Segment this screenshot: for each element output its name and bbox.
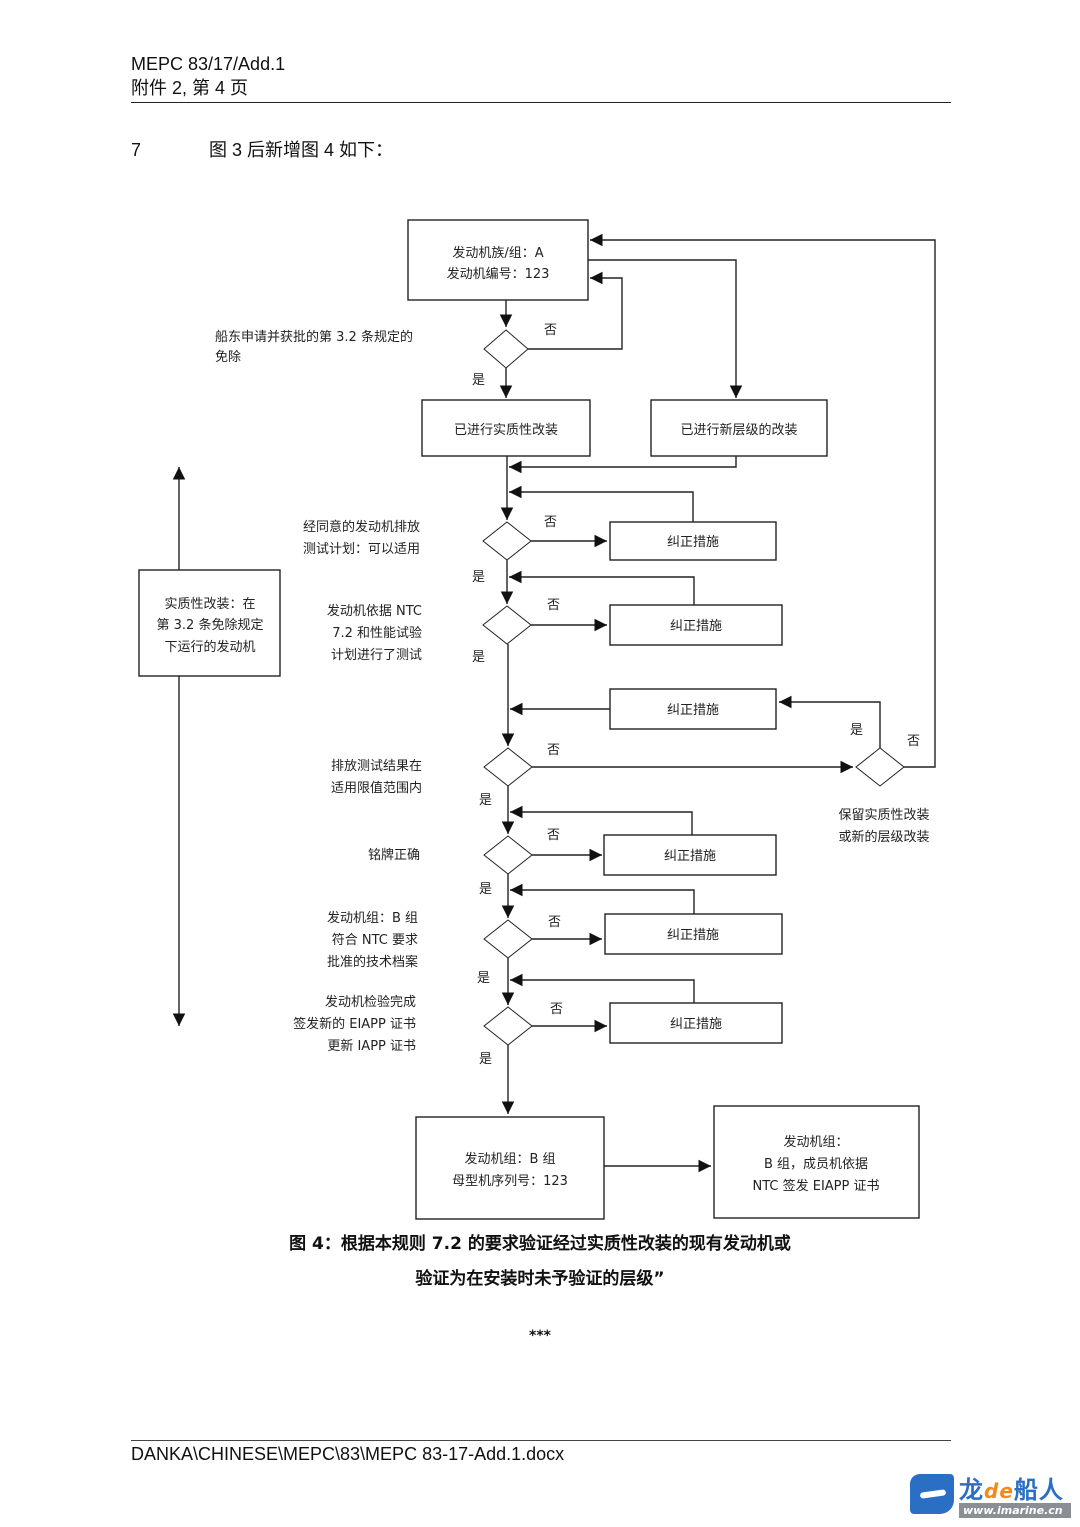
yes-label: 是	[472, 570, 485, 585]
section-separator: ***	[529, 1328, 551, 1344]
side-box-line3: 下运行的发动机	[164, 639, 255, 655]
arrow-new-tier-to-main	[509, 456, 737, 474]
new-tier-mod-label: 已进行新层级的改装	[680, 422, 797, 438]
q6-line1: 发动机检验完成	[325, 994, 416, 1010]
end-right-line2: B 组，成员机依据	[764, 1157, 868, 1172]
paragraph-text: 图 3 后新增图 4 如下：	[209, 140, 394, 160]
q5-line1: 发动机组：B 组	[327, 910, 418, 926]
figure-caption-line1: 图 4：根据本规则 7.2 的要求验证经过实质性改装的现有发动机或	[289, 1234, 791, 1254]
decision-q4	[483, 835, 533, 875]
decision-q5	[483, 919, 533, 959]
exemption-question-line1: 船东申请并获批的第 3.2 条规定的	[215, 329, 413, 345]
q1-line2: 测试计划：可以适用	[303, 542, 420, 557]
yes-label: 是	[850, 723, 863, 738]
page-header: MEPC 83/17/Add.1 附件 2, 第 4 页	[131, 52, 285, 100]
yes-label: 是	[479, 793, 492, 808]
decision-exemption	[483, 329, 529, 369]
side-box-line2: 第 3.2 条免除规定	[157, 617, 264, 633]
document-symbol: MEPC 83/17/Add.1	[131, 54, 286, 74]
q5-line3: 批准的技术档案	[327, 954, 418, 970]
corrective-box-5	[604, 913, 783, 955]
substantial-mod-label: 已进行实质性改装	[454, 423, 558, 438]
decision-q1	[482, 521, 532, 561]
no-label: 否	[544, 515, 557, 530]
retain-note-line1: 保留实质性改装	[838, 808, 929, 823]
q3-line2: 适用限值范围内	[331, 780, 422, 796]
decision-q3	[483, 747, 533, 787]
q2-line1: 发动机依据 NTC	[327, 603, 422, 619]
corrective-label-6: 纠正措施	[670, 1017, 722, 1032]
exemption-question-line2: 免除	[215, 350, 241, 365]
end-box-left	[415, 1116, 605, 1220]
corrective-label-4: 纠正措施	[664, 849, 716, 864]
brand-part-de: de	[984, 1479, 1014, 1503]
q2-line3: 计划进行了测试	[331, 648, 422, 663]
corrective-label-1: 纠正措施	[667, 535, 719, 550]
arrow-start-to-new-tier	[588, 259, 743, 398]
yes-label: 是	[479, 1052, 492, 1067]
page-info: 附件 2, 第 4 页	[131, 78, 249, 98]
corrective-label-3: 纠正措施	[667, 703, 719, 718]
corrective-label-5: 纠正措施	[667, 928, 719, 943]
q5-line2: 符合 NTC 要求	[332, 932, 418, 948]
corrective-box-6	[609, 1002, 783, 1044]
q3-line1: 排放测试结果在	[331, 759, 422, 774]
footer-path: DANKA\CHINESE\MEPC\83\MEPC 83-17-Add.1.d…	[131, 1444, 565, 1464]
decision-q2	[482, 605, 532, 645]
q4-line1: 铭牌正确	[368, 847, 420, 863]
no-label: 否	[547, 828, 560, 843]
end-left-line1: 发动机组：B 组	[464, 1151, 555, 1167]
watermark-brand: 龙de船人	[959, 1470, 1064, 1505]
decision-retain	[855, 747, 905, 787]
no-label: 否	[544, 323, 557, 338]
no-label: 否	[547, 743, 560, 758]
arrow-exemption-no	[528, 271, 623, 350]
corrective-box-4	[603, 834, 777, 876]
yes-label: 是	[479, 882, 492, 897]
footer-rule	[131, 1440, 951, 1441]
no-label: 否	[907, 734, 920, 749]
figure-caption-line2: 验证为在安装时未予验证的层级”	[415, 1269, 665, 1289]
end-right-line1: 发动机组：	[783, 1134, 848, 1150]
no-label: 否	[547, 598, 560, 613]
header-rule	[131, 102, 951, 103]
new-tier-mod-box	[650, 399, 828, 457]
substantial-mod-box	[421, 399, 591, 457]
no-label: 否	[548, 915, 561, 930]
start-box-line2: 发动机编号：123	[447, 266, 550, 282]
q1-line1: 经同意的发动机排放	[303, 519, 420, 535]
yes-label: 是	[472, 373, 485, 388]
q6-line2: 签发新的 EIAPP 证书	[293, 1016, 416, 1032]
retain-note-line2: 或新的层级改装	[838, 829, 929, 845]
brand-part-2: 船人	[1013, 1476, 1064, 1504]
decision-q6	[483, 1006, 533, 1046]
side-box	[138, 569, 281, 677]
end-box-right	[713, 1105, 920, 1219]
q2-line2: 7.2 和性能试验	[332, 625, 422, 641]
paragraph-number: 7	[131, 140, 142, 160]
watermark-url: www.imarine.cn	[959, 1503, 1071, 1518]
yes-label: 是	[477, 971, 490, 986]
corrective-box-2	[609, 604, 783, 646]
watermark-logo: 龙de船人 www.imarine.cn	[905, 1470, 1075, 1522]
end-left-line2: 母型机序列号：123	[452, 1174, 568, 1189]
q6-line3: 更新 IAPP 证书	[327, 1038, 416, 1054]
corrective-label-2: 纠正措施	[670, 619, 722, 634]
ship-logo-icon	[910, 1474, 954, 1514]
arrow-retain-no-to-start	[590, 233, 936, 768]
no-label: 否	[550, 1002, 563, 1017]
brand-part-1: 龙	[959, 1476, 984, 1504]
flowchart: 发动机族/组：A 发动机编号：123 已进行实质性改装 已进行新层级的改装 纠正…	[138, 219, 936, 1220]
start-box-line1: 发动机族/组：A	[452, 245, 543, 261]
yes-label: 是	[472, 650, 485, 665]
end-right-line3: NTC 签发 EIAPP 证书	[753, 1178, 880, 1194]
side-box-line1: 实质性改装：在	[164, 597, 255, 612]
